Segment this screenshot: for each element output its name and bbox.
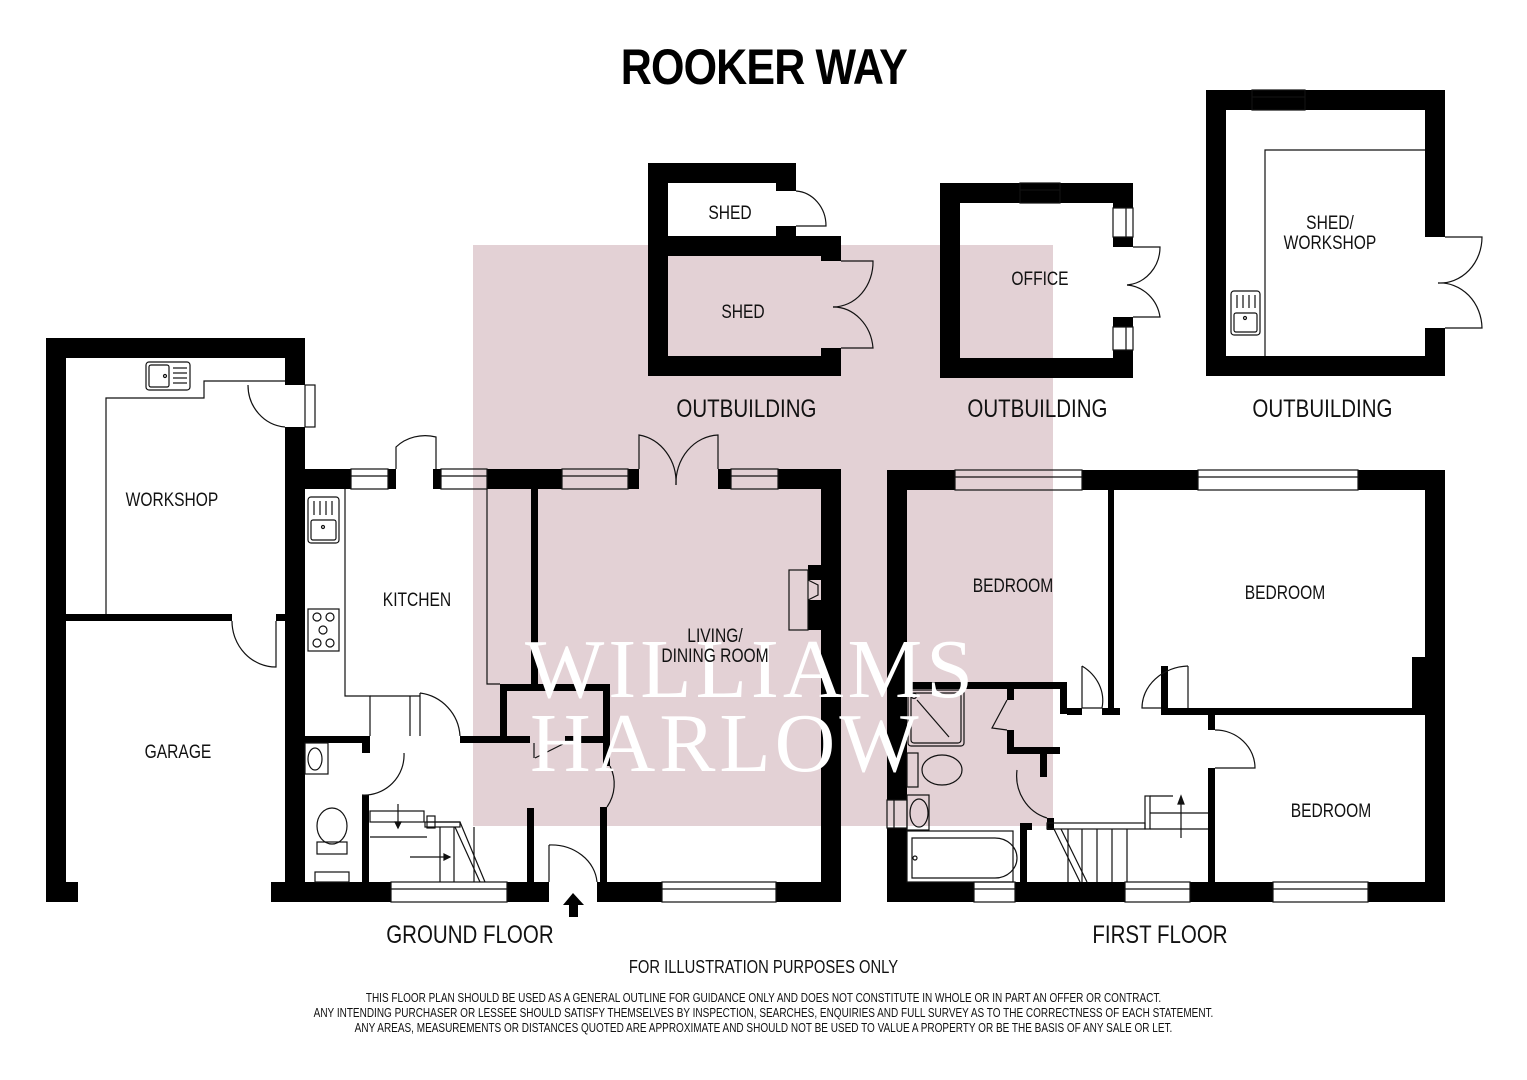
room-label-shed-workshop: SHED/ WORKSHOP xyxy=(1281,214,1379,254)
toilet-icon xyxy=(314,752,963,883)
fireplace-icon xyxy=(788,569,819,631)
room-label-bedroom-3: BEDROOM xyxy=(1290,801,1372,822)
section-label-outbuilding-1: OUTBUILDING xyxy=(676,395,817,423)
illustration-note: FOR ILLUSTRATION PURPOSES ONLY xyxy=(628,957,899,977)
watermark-line-1: WILLIAMS xyxy=(525,623,977,716)
first-floor-walls xyxy=(887,470,1445,902)
room-label-shed-lower: SHED xyxy=(721,302,765,323)
disclaimer-line-1: THIS FLOOR PLAN SHOULD BE USED AS A GENE… xyxy=(365,991,1162,1005)
room-label-kitchen: KITCHEN xyxy=(382,590,452,611)
room-label-bedroom-1: BEDROOM xyxy=(972,576,1054,597)
ground-floor-walls xyxy=(46,338,841,902)
room-label-shed-workshop-text: SHED/ WORKSHOP xyxy=(1283,213,1377,254)
room-label-office: OFFICE xyxy=(1011,269,1069,290)
room-label-garage: GARAGE xyxy=(144,742,212,763)
room-label-shed-upper: SHED xyxy=(708,203,752,224)
watermark-line-2: HARLOW xyxy=(530,697,923,790)
basin-icon xyxy=(304,742,930,831)
disclaimer-line-2: ANY INTENDING PURCHASER OR LESSEE SHOULD… xyxy=(313,1006,1214,1020)
shower-tray-icon xyxy=(907,689,965,747)
section-label-outbuilding-2: OUTBUILDING xyxy=(967,395,1108,423)
bath-icon xyxy=(906,830,1018,883)
floor-label-first: FIRST FLOOR xyxy=(1092,921,1228,949)
shed-workshop-counter xyxy=(1264,149,1425,356)
outbuilding-sheds-walls xyxy=(648,163,841,376)
sink-icon xyxy=(145,290,1261,544)
workshop-counter xyxy=(105,380,285,614)
hob-icon xyxy=(307,608,340,652)
stairs-icon xyxy=(369,794,1208,883)
entrance-arrow-icon xyxy=(563,893,584,917)
page-title: ROOKER WAY xyxy=(620,39,908,95)
outbuilding-shed-workshop-walls xyxy=(1206,90,1445,376)
door-swing-icon xyxy=(231,190,1483,883)
disclaimer-line-3: ANY AREAS, MEASUREMENTS OR DISTANCES QUO… xyxy=(354,1021,1173,1035)
room-label-living-dining: LIVING/ DINING ROOM xyxy=(654,627,777,667)
room-label-living-line2: DINING ROOM xyxy=(661,645,769,667)
window-icon xyxy=(304,89,1369,903)
outbuilding-office-walls xyxy=(940,183,1133,378)
section-label-outbuilding-3: OUTBUILDING xyxy=(1252,395,1393,423)
kitchen-counter xyxy=(344,489,500,736)
room-label-workshop: WORKSHOP xyxy=(125,490,219,511)
floor-label-ground: GROUND FLOOR xyxy=(386,921,554,949)
room-label-bedroom-2: BEDROOM xyxy=(1244,583,1326,604)
room-label-living-line1: LIVING/ xyxy=(687,626,743,647)
